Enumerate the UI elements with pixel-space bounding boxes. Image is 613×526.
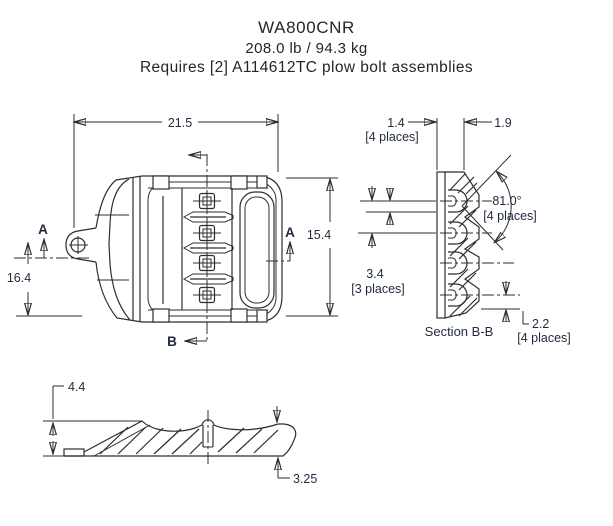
- svg-text:1.4: 1.4: [387, 116, 404, 130]
- dim-angle-81: 81.0° [4 places]: [461, 154, 537, 251]
- part-weight: 208.0 lb / 94.3 kg: [245, 40, 368, 57]
- svg-text:3.4: 3.4: [366, 267, 383, 281]
- side-left-stub: [63, 448, 85, 457]
- section-body-outline: [444, 171, 480, 319]
- serration-teeth: [182, 211, 234, 285]
- front-view: B A A 21.5 16.4: [7, 114, 338, 349]
- dim-1-4-and-1-9: 1.4 [4 places] 1.9: [365, 116, 512, 170]
- svg-text:16.4: 16.4: [7, 271, 31, 285]
- svg-text:4.4: 4.4: [68, 380, 85, 394]
- dim-height-15-4: 15.4: [286, 177, 338, 317]
- tooth-centerlines: [440, 200, 520, 296]
- svg-text:[4 places]: [4 places]: [517, 331, 571, 345]
- svg-text:[4 places]: [4 places]: [483, 209, 537, 223]
- section-a-label-right: A: [285, 225, 295, 240]
- section-a-label-left: A: [38, 222, 48, 237]
- svg-text:2.2: 2.2: [532, 317, 549, 331]
- svg-text:[4 places]: [4 places]: [365, 130, 419, 144]
- svg-text:[3 places]: [3 places]: [351, 282, 405, 296]
- dim-width-21-5: 21.5: [74, 114, 278, 228]
- handle-window-inner: [244, 196, 270, 304]
- section-bb-view: 1.4 [4 places] 1.9 81.0° [4 places]: [351, 116, 571, 345]
- dim-pitch-3-4: 3.4 [3 places]: [351, 186, 436, 296]
- svg-text:21.5: 21.5: [168, 116, 192, 130]
- section-b-label: B: [167, 334, 177, 349]
- side-hatching: [99, 426, 279, 455]
- section-back-plate: [436, 171, 446, 319]
- svg-text:15.4: 15.4: [307, 228, 331, 242]
- svg-text:81.0°: 81.0°: [492, 194, 521, 208]
- side-profile-view: 4.4 3.25: [43, 380, 317, 486]
- front-view-nose-inner: [108, 178, 131, 321]
- dim-3-25: 3.25: [277, 406, 317, 486]
- part-requirement: Requires [2] A114612TC plow bolt assembl…: [139, 59, 474, 76]
- dim-depth-2-2: 2.2 [4 places]: [481, 281, 571, 345]
- part-number: WA800CNR: [258, 18, 355, 37]
- side-bolt-boss: [202, 410, 214, 464]
- front-view-nose-outline: [95, 175, 143, 323]
- dim-4-4: 4.4: [53, 380, 85, 453]
- dim-height-16-4: 16.4: [7, 244, 82, 317]
- svg-text:3.25: 3.25: [293, 472, 317, 486]
- handle-window-outer: [239, 191, 275, 309]
- side-outline: [64, 419, 297, 457]
- rail-tabs: [152, 175, 268, 323]
- section-bb-caption: Section B-B: [425, 324, 494, 339]
- svg-text:1.9: 1.9: [494, 116, 511, 130]
- frame-inner-line: [147, 181, 277, 317]
- title-block: WA800CNR 208.0 lb / 94.3 kg Requires [2]…: [0, 18, 613, 77]
